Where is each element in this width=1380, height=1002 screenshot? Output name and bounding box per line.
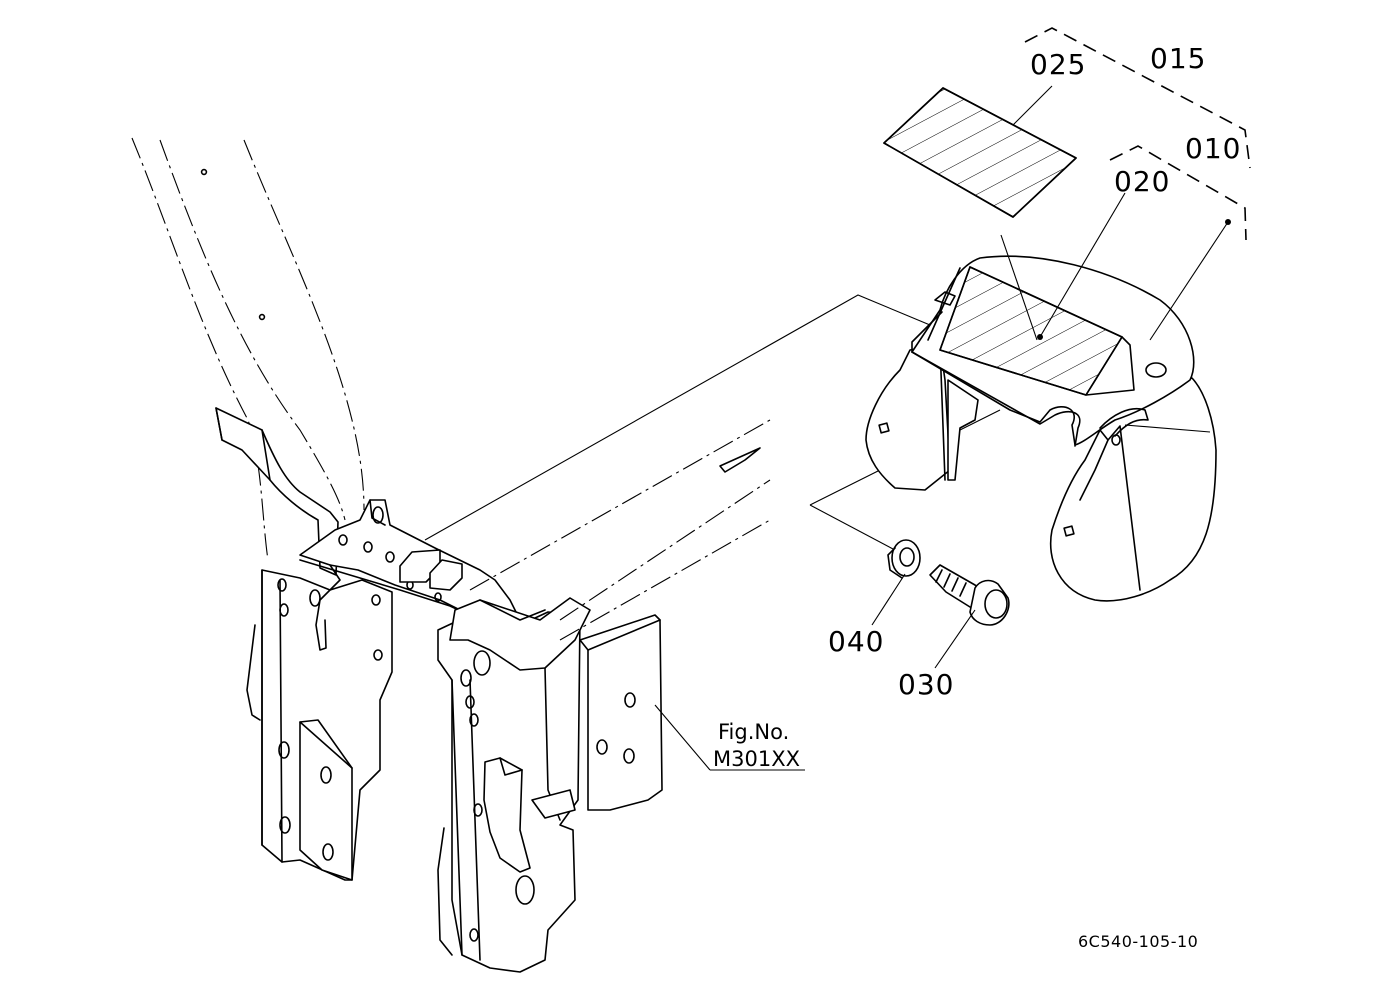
callout-015: 015 <box>1150 42 1207 75</box>
bolt-030 <box>929 564 1010 626</box>
label-sticker-025 <box>883 87 1077 218</box>
group-bracket-lines <box>1024 27 1251 241</box>
loader-arm-phantom <box>131 137 365 561</box>
callout-025: 025 <box>1030 48 1087 81</box>
callout-010: 010 <box>1185 132 1242 165</box>
washer-040 <box>887 539 921 579</box>
figure-ref-title: Fig.No. <box>718 720 790 744</box>
callout-030: 030 <box>898 668 955 701</box>
callout-040: 040 <box>828 625 885 658</box>
callout-leaders <box>654 85 1231 771</box>
step-part-010 <box>865 255 1217 602</box>
frame-assembly <box>215 407 771 973</box>
callout-020: 020 <box>1114 165 1171 198</box>
figure-ref-number: M301XX <box>713 747 800 771</box>
drawing-code: 6C540-105-10 <box>1078 932 1199 951</box>
